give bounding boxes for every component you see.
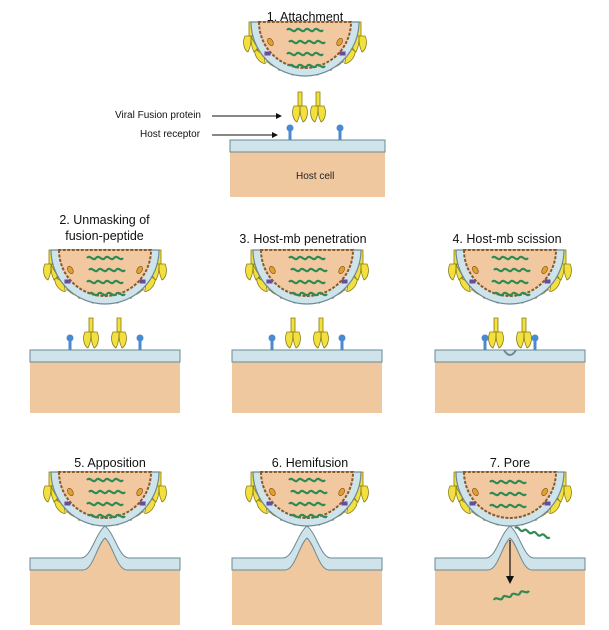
panel-hemifusion: [232, 472, 382, 625]
receptor-icon: [337, 125, 344, 141]
receptor-icon: [67, 335, 74, 351]
host-membrane: [230, 140, 385, 152]
membrane-protein: [545, 501, 551, 505]
membrane-protein: [342, 279, 348, 283]
panel-scission: [435, 250, 585, 413]
membrane-protein: [545, 279, 551, 283]
panel-2-title: 2. Unmasking of fusion-peptide: [22, 212, 187, 244]
host-cytoplasm: [232, 362, 382, 413]
viral-fusion-protein-label: Viral Fusion protein: [115, 110, 201, 121]
membrane-protein: [264, 51, 270, 55]
membrane-protein: [469, 501, 475, 505]
host-cell-label: Host cell: [296, 171, 334, 182]
membrane-protein: [140, 501, 146, 505]
fusion-protein: [293, 92, 308, 122]
panel-5-title: 5. Apposition: [30, 456, 190, 471]
fusion-protein: [311, 92, 326, 122]
fusion-protein: [489, 318, 504, 348]
membrane-protein: [266, 501, 272, 505]
host-cytoplasm: [30, 362, 180, 413]
receptor-icon: [532, 335, 539, 351]
membrane-protein: [64, 501, 70, 505]
panel-penetration: [232, 250, 382, 413]
panel-pore: [435, 472, 585, 625]
receptor-icon: [339, 335, 346, 351]
receptor-icon: [287, 125, 294, 141]
membrane-protein: [266, 279, 272, 283]
host-cytoplasm: [435, 362, 585, 413]
fusion-protein: [112, 318, 127, 348]
membrane-protein: [340, 51, 346, 55]
panel-1-title: 1. Attachment: [240, 10, 370, 25]
receptor-icon: [482, 335, 489, 351]
fusion-protein: [517, 318, 532, 348]
host-cytoplasm: [30, 538, 180, 625]
panel-3-title: 3. Host-mb penetration: [218, 232, 388, 247]
fusion-protein: [84, 318, 99, 348]
host-membrane: [30, 350, 180, 362]
host-receptor-label: Host receptor: [140, 129, 200, 140]
panel-apposition: [30, 472, 180, 625]
receptor-icon: [269, 335, 276, 351]
fusion-protein: [314, 318, 329, 348]
membrane-protein: [140, 279, 146, 283]
callout-arrows: [212, 113, 282, 138]
panel-4-title: 4. Host-mb scission: [422, 232, 592, 247]
membrane-protein: [469, 279, 475, 283]
host-membrane: [232, 350, 382, 362]
membrane-protein: [342, 501, 348, 505]
panel-7-title: 7. Pore: [440, 456, 580, 471]
panel-unmasking: [30, 250, 180, 413]
membrane-protein: [64, 279, 70, 283]
receptor-icon: [137, 335, 144, 351]
panel-6-title: 6. Hemifusion: [230, 456, 390, 471]
rna-strand: [515, 527, 550, 539]
host-cytoplasm: [232, 538, 382, 625]
fusion-protein: [286, 318, 301, 348]
